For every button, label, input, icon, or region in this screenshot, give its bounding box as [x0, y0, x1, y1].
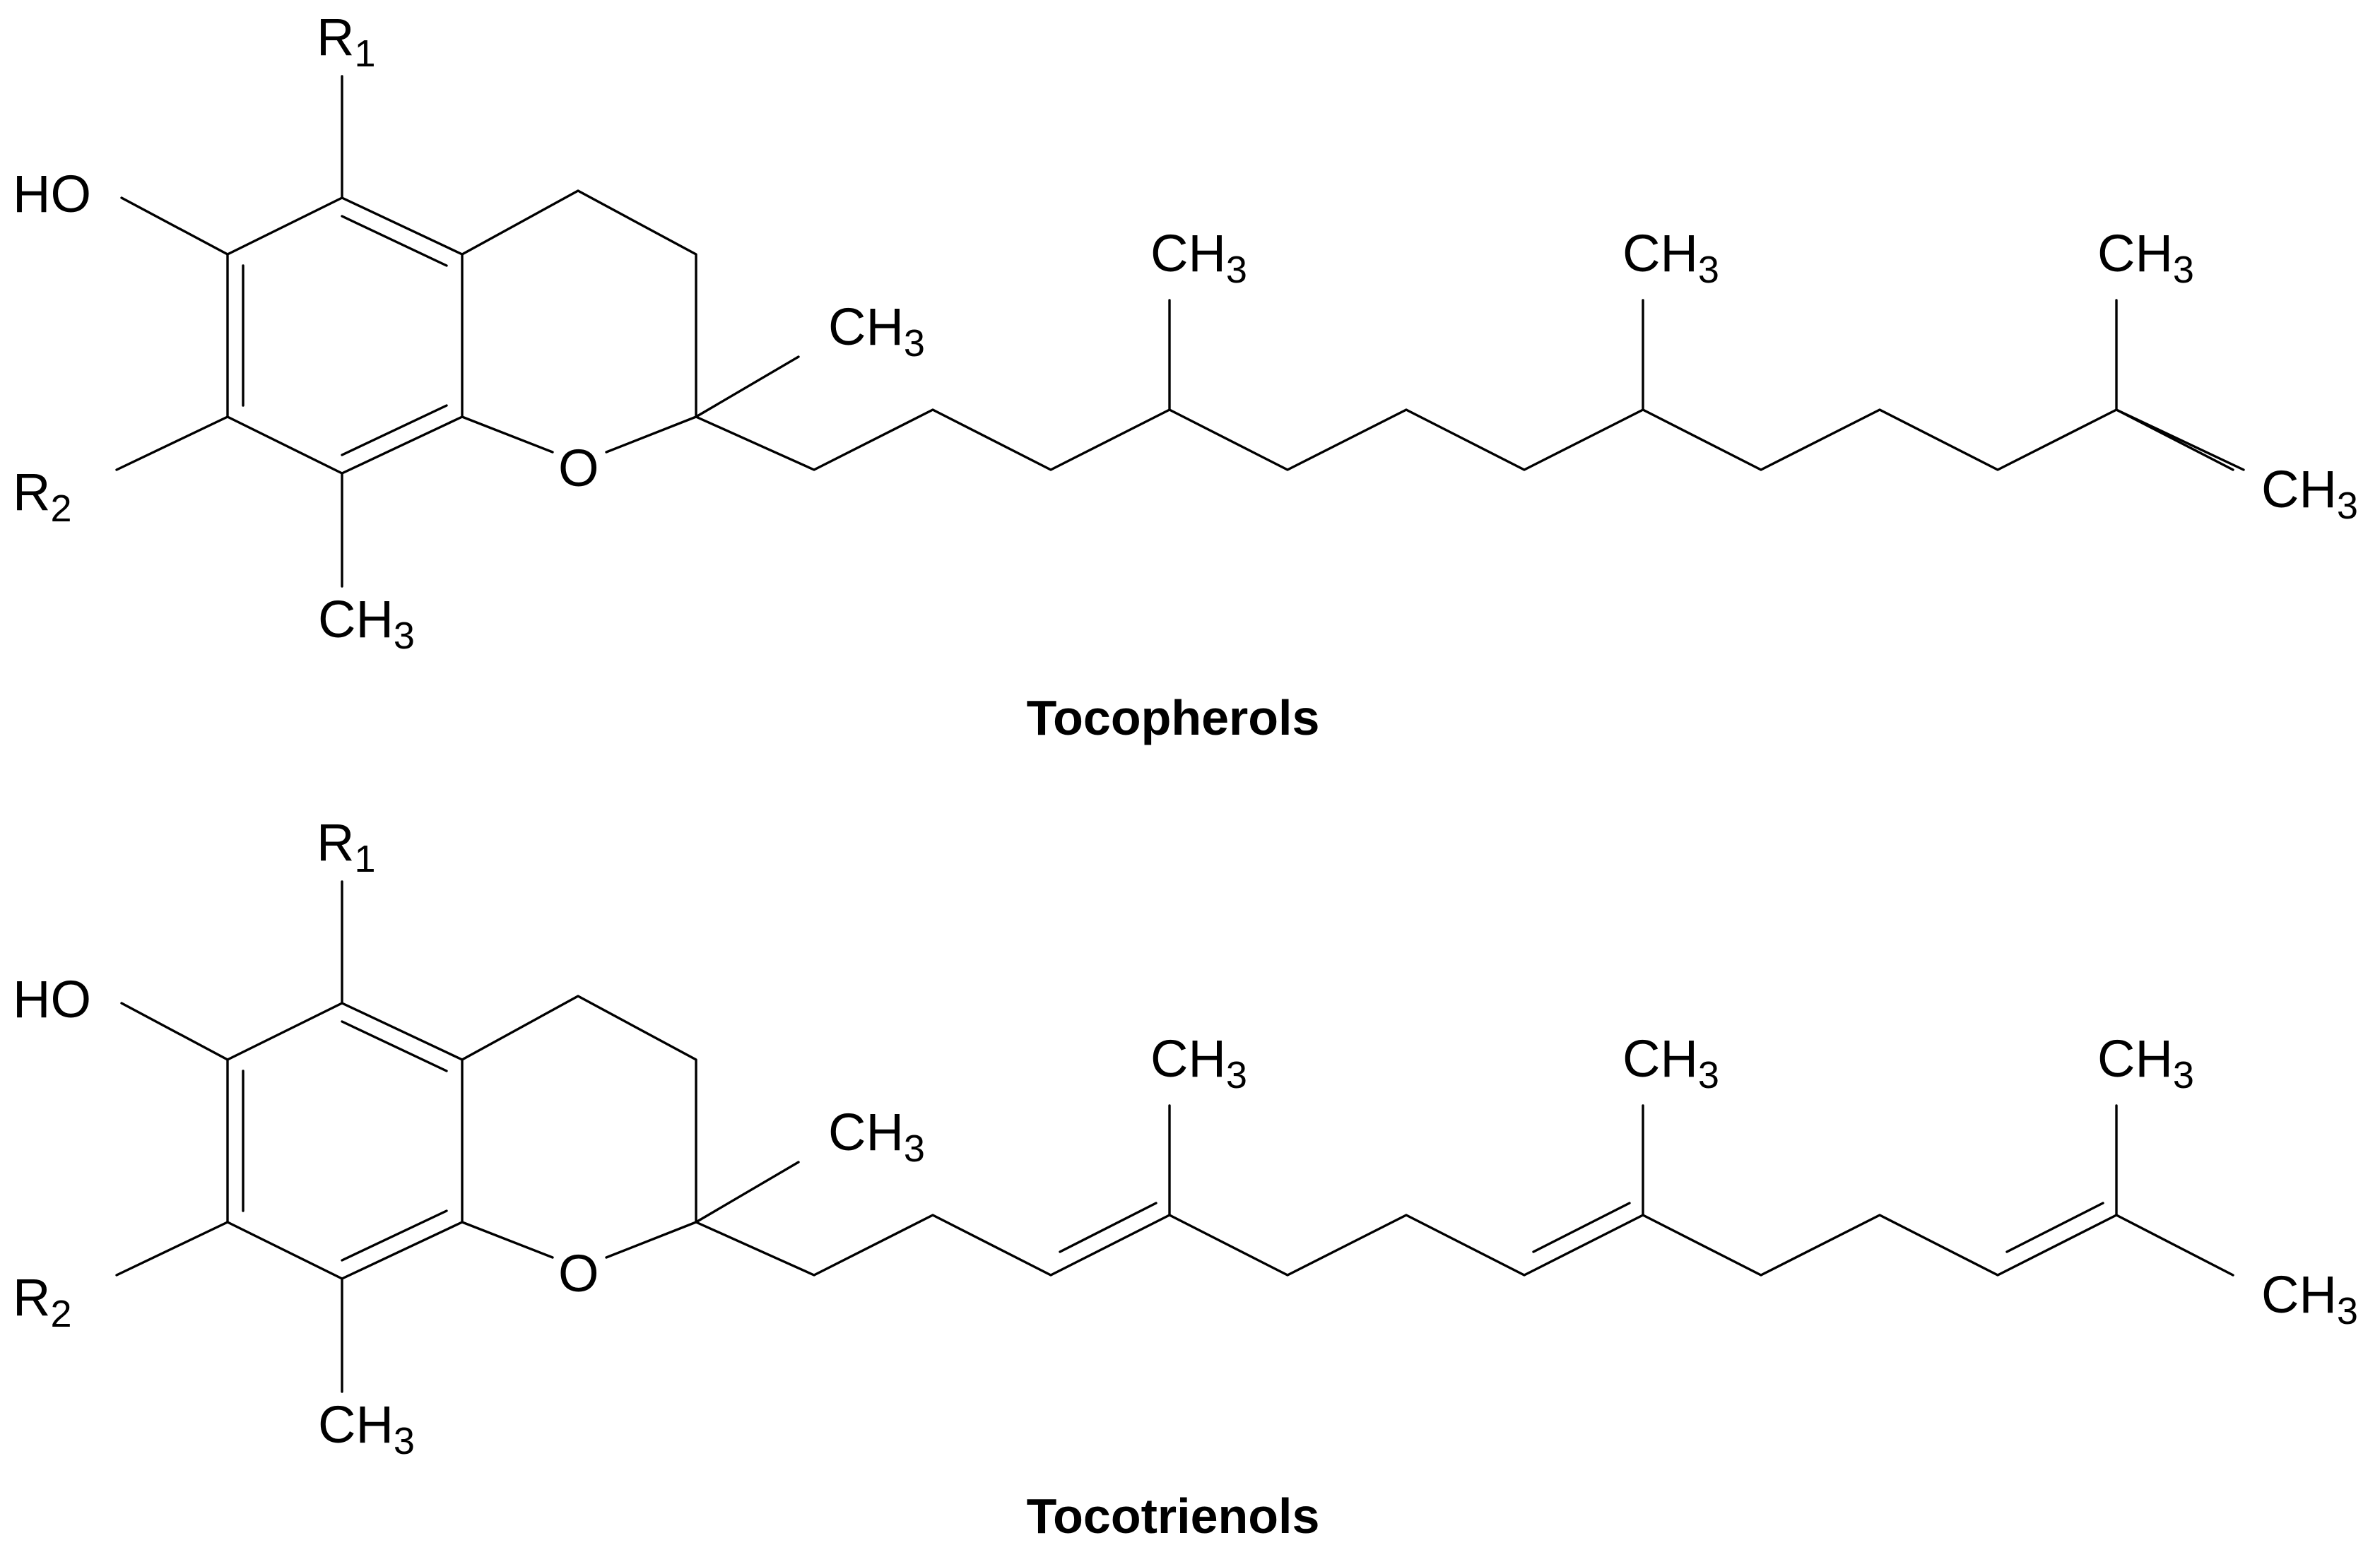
- ring-methyl-label: CH3: [318, 590, 415, 657]
- r1-label: R1: [317, 8, 376, 75]
- tocopherols-caption: Tocopherols: [1027, 690, 1320, 745]
- ring-oxygen-label: O: [558, 1244, 599, 1303]
- branch-methyl-2-label: CH3: [1622, 1029, 1719, 1096]
- r2-label: R2: [13, 463, 72, 530]
- r1-label: R1: [317, 813, 376, 880]
- c2-methyl-label: CH3: [828, 297, 925, 365]
- hydroxyl-label: HO: [13, 165, 91, 223]
- branch-methyl-1-label: CH3: [1150, 1029, 1247, 1096]
- ring-oxygen-label: O: [558, 439, 599, 497]
- tocotrienol-atom-labels: R1 HO R2 O CH3 CH3 CH3 CH3 CH3 CH3: [13, 813, 2358, 1462]
- branch-methyl-3-label: CH3: [2097, 1029, 2194, 1096]
- ring-methyl-label: CH3: [318, 1395, 415, 1462]
- branch-methyl-1-label: CH3: [1150, 224, 1247, 291]
- tocotrienol-bonds: [115, 880, 2234, 1393]
- terminal-methyl-label: CH3: [2261, 1265, 2358, 1332]
- branch-methyl-2-label: CH3: [1622, 224, 1719, 291]
- tocopherol-bonds: [115, 75, 2245, 588]
- tocopherol-structure: R1 HO R2 O CH3 CH3 CH3 CH3 CH3 CH3 Tocop…: [13, 8, 2358, 745]
- terminal-methyl-label: CH3: [2261, 460, 2358, 527]
- tocotrienols-caption: Tocotrienols: [1027, 1488, 1320, 1544]
- tocopherol-atom-labels: R1 HO R2 O CH3 CH3 CH3 CH3 CH3 CH3: [13, 8, 2358, 657]
- c2-methyl-label: CH3: [828, 1103, 925, 1170]
- hydroxyl-label: HO: [13, 970, 91, 1029]
- r2-label: R2: [13, 1268, 72, 1335]
- tocotrienol-structure: R1 HO R2 O CH3 CH3 CH3 CH3 CH3 CH3 Tocot…: [13, 813, 2358, 1544]
- branch-methyl-3-label: CH3: [2097, 224, 2194, 291]
